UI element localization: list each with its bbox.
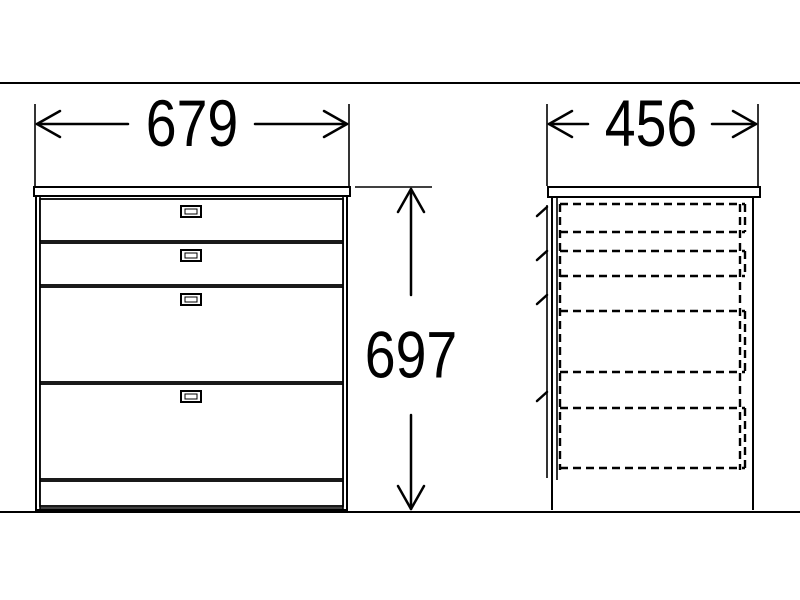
height-label: 697 xyxy=(365,318,457,392)
handle-profile-1 xyxy=(535,205,549,218)
hidden-drawer-box-4 xyxy=(560,406,747,470)
front-cabinet xyxy=(33,186,351,511)
height-dimension: 697 xyxy=(355,186,457,511)
width-dimension: 679 xyxy=(34,86,350,186)
side-view: 456 xyxy=(535,86,761,510)
front-view: 679 xyxy=(33,86,351,511)
side-top-board xyxy=(547,186,761,198)
handle-1 xyxy=(180,205,202,218)
depth-label: 456 xyxy=(605,86,697,160)
side-cabinet xyxy=(535,186,761,510)
hidden-drawer-box-1 xyxy=(560,202,747,234)
hidden-drawer-box-2 xyxy=(560,249,747,278)
depth-dimension: 456 xyxy=(546,86,759,186)
handle-profile-3 xyxy=(535,293,549,306)
handle-profile-2 xyxy=(535,249,549,262)
drawer-front-3 xyxy=(39,286,344,383)
front-top-board xyxy=(33,186,351,197)
plinth xyxy=(39,480,344,507)
width-label: 679 xyxy=(146,86,238,160)
hidden-drawer-box-3 xyxy=(560,309,747,374)
handle-profile-4 xyxy=(535,390,549,403)
handle-2 xyxy=(180,249,202,262)
handle-4 xyxy=(180,390,202,403)
handle-3 xyxy=(180,293,202,306)
